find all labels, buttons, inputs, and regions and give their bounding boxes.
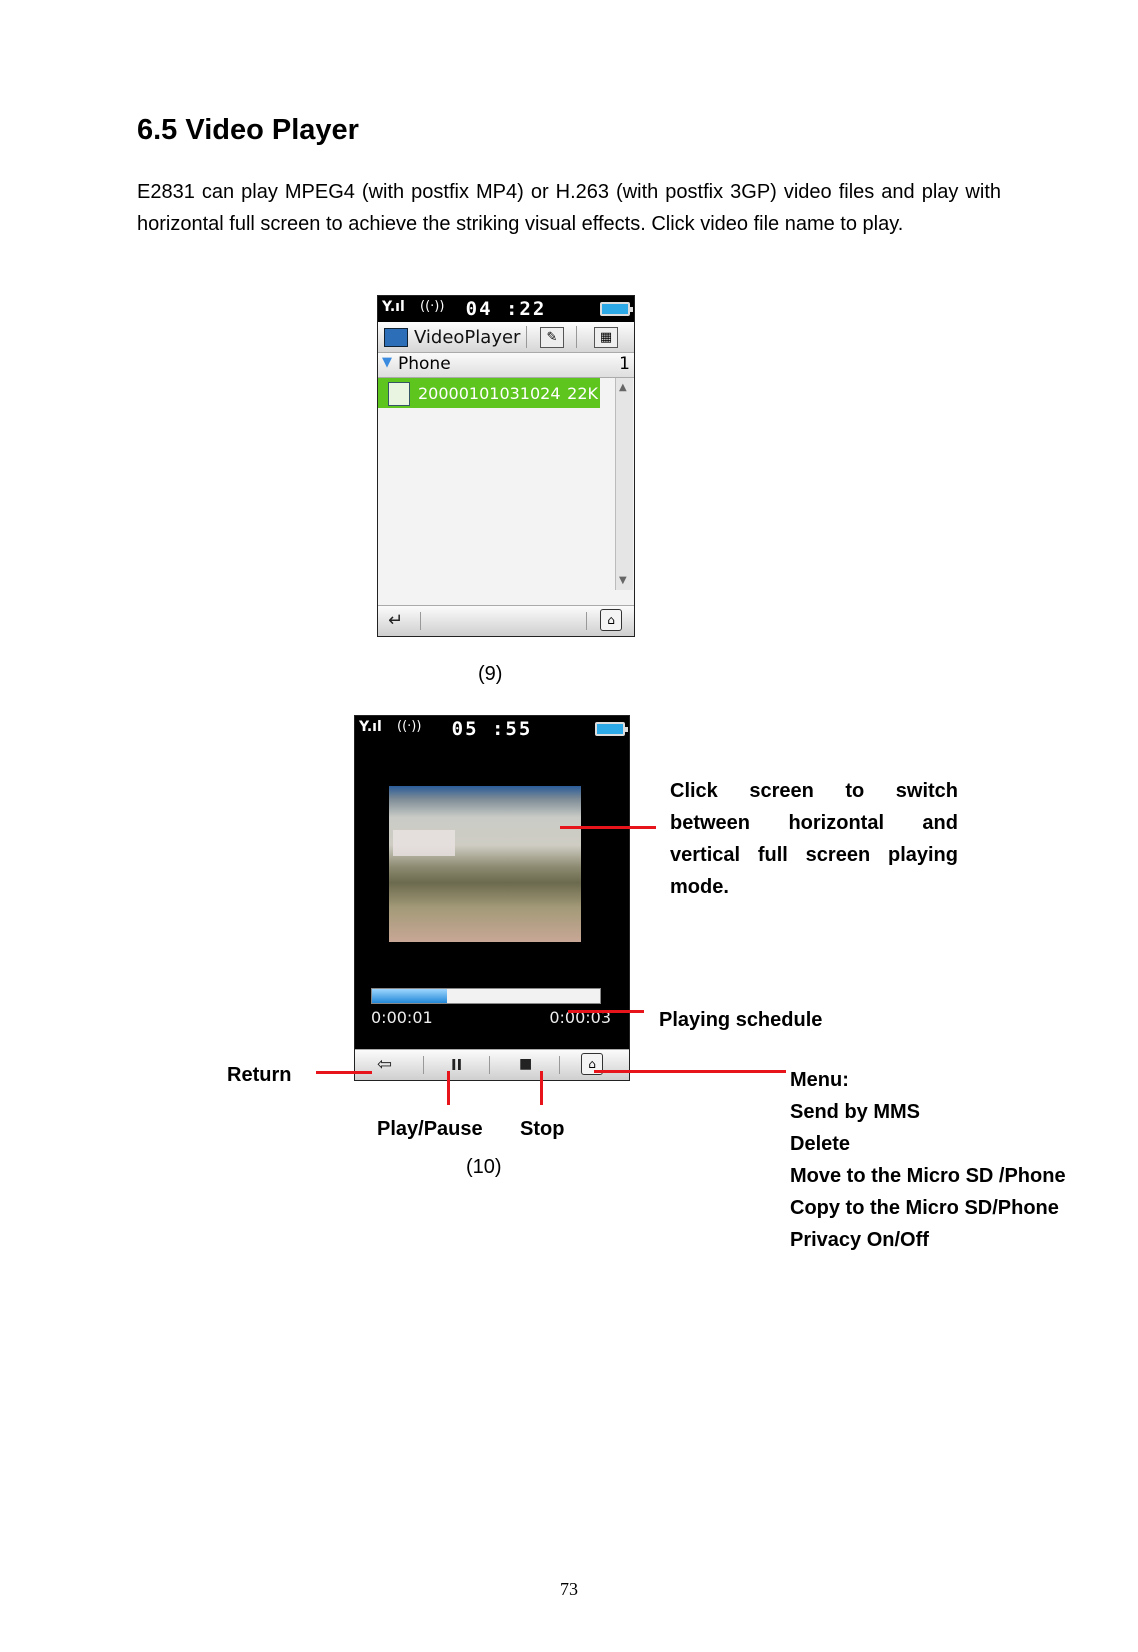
video-player-list-screen: Y.ıl ((·)) 04 :22 VideoPlayer ✎ ▦ ▼ Phon… <box>377 295 635 637</box>
click-screen-callout: Click screen to switch between horizonta… <box>670 780 958 898</box>
folder-count: 1 <box>619 354 630 374</box>
softkey-bar: ↵ ⌂ <box>378 605 634 636</box>
menu-item: Move to the Micro SD /Phone <box>790 1165 1066 1187</box>
scrollbar[interactable]: ▲ ▼ <box>615 378 633 590</box>
elapsed-time: 0:00:01 <box>371 1008 433 1027</box>
status-bar: Y.ıl ((·)) 04 :22 <box>378 296 634 322</box>
menu-icon[interactable]: ⌂ <box>581 1053 603 1075</box>
wifi-icon: ((·)) <box>420 299 445 314</box>
collapse-triangle-icon: ▼ <box>382 355 392 370</box>
stop-callout: Stop <box>520 1118 565 1140</box>
folder-bar[interactable]: ▼ Phone 1 <box>378 353 634 378</box>
battery-icon <box>600 302 633 316</box>
pause-icon[interactable]: II <box>451 1056 463 1074</box>
progress-fill <box>372 989 448 1003</box>
clock: 05 :55 <box>451 718 533 740</box>
edit-icon[interactable]: ✎ <box>540 327 564 348</box>
title-bar: VideoPlayer ✎ ▦ <box>378 322 634 353</box>
menu-item: Privacy On/Off <box>790 1229 929 1251</box>
page-number: 73 <box>560 1579 578 1599</box>
video-frame[interactable] <box>389 786 581 942</box>
scroll-down-icon[interactable]: ▼ <box>619 575 627 586</box>
callout-line-pause <box>447 1071 450 1105</box>
callout-line-stop <box>540 1071 543 1105</box>
signal-icon: Y.ıl <box>382 299 405 315</box>
film-icon <box>388 382 410 406</box>
menu-item: Send by MMS <box>790 1101 921 1123</box>
playing-schedule-bar[interactable] <box>371 988 601 1004</box>
play-pause-callout: Play/Pause <box>377 1118 483 1140</box>
app-title: VideoPlayer <box>414 327 521 348</box>
file-name: 20000101031024 <box>418 384 561 403</box>
return-icon[interactable]: ⇦ <box>377 1054 393 1075</box>
video-content <box>393 830 455 856</box>
file-list: 20000101031024 22K ▲ ▼ <box>378 378 634 590</box>
callout-line-progress <box>568 1010 644 1013</box>
battery-icon <box>595 722 628 736</box>
menu-item: Copy to the Micro SD/Phone <box>790 1197 1059 1219</box>
intro-paragraph: E2831 can play MPEG4 (with postfix MP4) … <box>137 181 1001 235</box>
menu-title: Menu: <box>790 1069 849 1091</box>
file-size: 22K <box>567 384 598 403</box>
wifi-icon: ((·)) <box>397 719 422 734</box>
return-callout: Return <box>227 1064 292 1086</box>
section-heading: 6.5 Video Player <box>137 114 359 146</box>
figure-10-caption: (10) <box>466 1156 502 1178</box>
callout-line-video <box>560 826 656 829</box>
file-row[interactable]: 20000101031024 22K <box>378 378 600 408</box>
menu-item: Delete <box>790 1133 851 1155</box>
status-bar: Y.ıl ((·)) 05 :55 <box>355 716 629 742</box>
playback-controls: ⇦ II ■ ⌂ <box>355 1049 629 1080</box>
menu-icon[interactable]: ⌂ <box>600 609 622 631</box>
figure-9-caption: (9) <box>478 663 503 685</box>
return-icon[interactable]: ↵ <box>388 610 404 631</box>
callout-line-return <box>316 1071 372 1074</box>
clock: 04 :22 <box>465 298 547 320</box>
callout-line-menu <box>594 1070 786 1073</box>
video-app-icon <box>384 328 408 347</box>
folder-name: Phone <box>398 354 451 374</box>
stop-icon[interactable]: ■ <box>519 1056 533 1072</box>
signal-icon: Y.ıl <box>359 719 382 735</box>
video-playback-screen[interactable]: Y.ıl ((·)) 05 :55 0:00:01 0:00:03 ⇦ II ■… <box>354 715 630 1081</box>
menu-callout: Menu: Send by MMS Delete Move to the Mic… <box>790 1064 1066 1256</box>
playing-schedule-callout: Playing schedule <box>659 1009 823 1031</box>
grid-icon[interactable]: ▦ <box>594 327 618 348</box>
scroll-up-icon[interactable]: ▲ <box>619 382 627 393</box>
